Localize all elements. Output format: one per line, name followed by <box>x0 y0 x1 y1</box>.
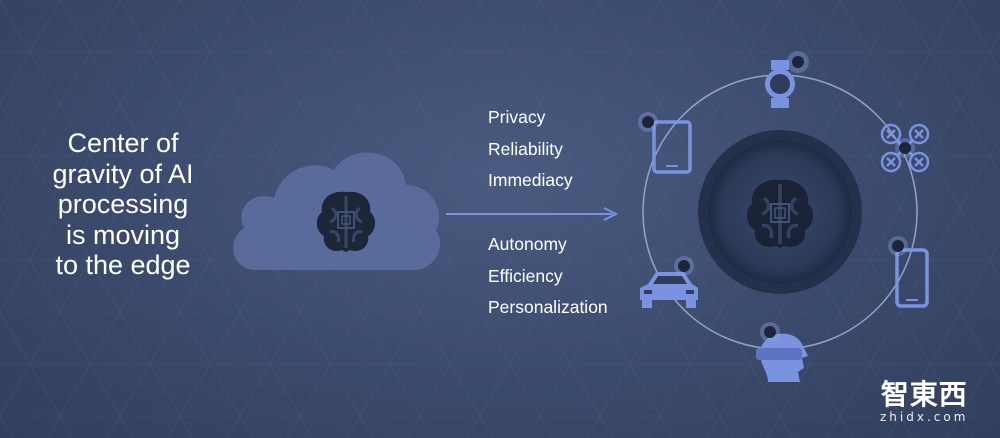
brain-chip-icon <box>316 191 376 252</box>
tablet-icon <box>638 112 692 174</box>
benefit-item: Personalization <box>488 297 608 317</box>
arrow-right-icon <box>446 207 619 221</box>
watermark-sub: zhidx.com <box>880 410 969 424</box>
drone-icon <box>880 123 930 173</box>
vr-headset-icon <box>756 322 808 382</box>
edge-devices-diagram <box>638 51 930 382</box>
smartphone-icon <box>888 236 929 308</box>
headline-line: is moving <box>65 219 181 250</box>
headline-line: to the edge <box>55 250 191 280</box>
watermark-main: 智東西 <box>880 378 968 411</box>
benefit-item: Autonomy <box>488 234 567 254</box>
headline-line: Center of <box>67 128 179 158</box>
benefit-item: Immediacy <box>488 170 573 190</box>
benefit-item: Efficiency <box>488 265 563 286</box>
brain-chip-icon <box>746 179 814 248</box>
watermark-logo: 智東西 zhidx.com <box>880 378 969 425</box>
headline-line: processing <box>57 189 189 219</box>
benefits-list-bottom: Autonomy Efficiency Personalization <box>488 229 608 324</box>
benefits-list-top: Privacy Reliability Immediacy <box>488 102 573 197</box>
headline: Center of gravity of AI processing is mo… <box>18 128 228 281</box>
cloud-icon <box>233 152 440 271</box>
headline-line: gravity of AI <box>52 158 194 189</box>
benefit-item: Reliability <box>488 138 563 159</box>
smartwatch-icon <box>765 51 809 108</box>
benefit-item: Privacy <box>488 107 546 127</box>
car-icon <box>640 256 698 308</box>
